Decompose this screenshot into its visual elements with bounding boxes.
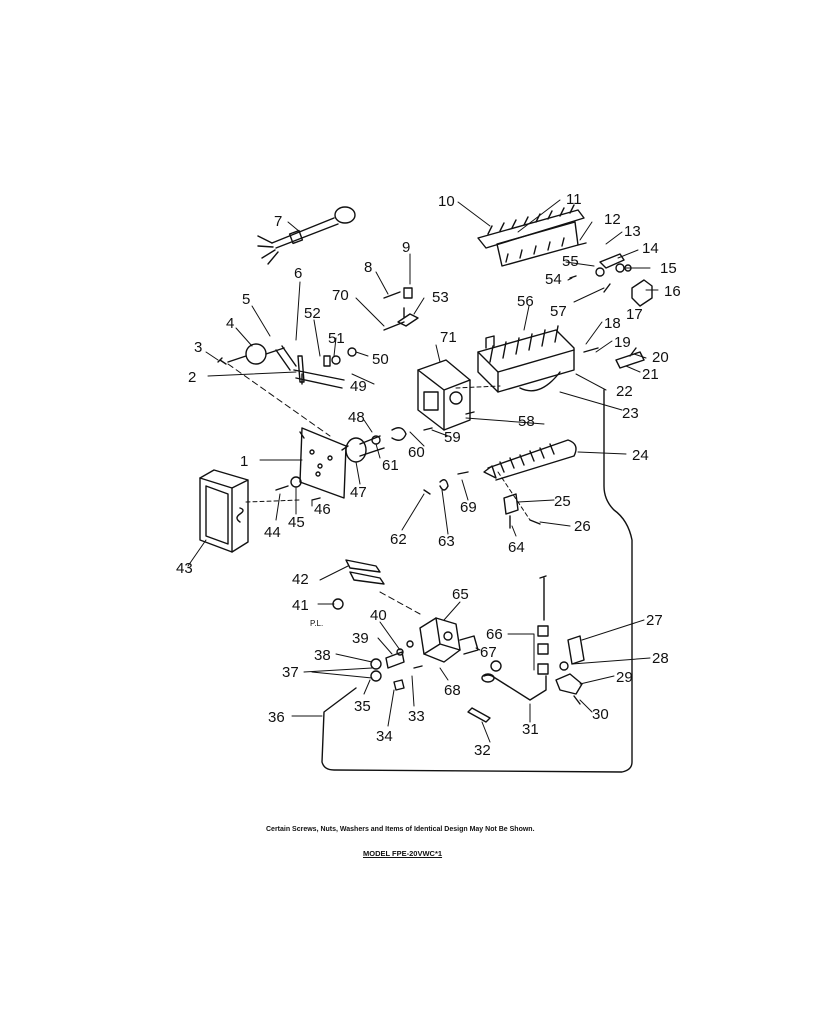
- callout-6: 6: [294, 265, 302, 282]
- callout-66: 66: [486, 626, 503, 643]
- callout-53: 53: [432, 289, 449, 306]
- callout-29: 29: [616, 669, 633, 686]
- supply-fitting-parts: [555, 635, 585, 705]
- callout-51: 51: [328, 330, 345, 347]
- callout-71: 71: [440, 329, 457, 346]
- callout-43: 43: [176, 560, 193, 577]
- clip-part: [467, 707, 491, 723]
- callout-11: 11: [566, 191, 582, 208]
- pl-label: P.L.: [310, 619, 323, 628]
- callout-36: 36: [268, 709, 285, 726]
- callout-32: 32: [474, 742, 491, 759]
- callout-28: 28: [652, 650, 669, 667]
- water-line-tube: [321, 389, 633, 773]
- callout-22: 22: [616, 383, 633, 400]
- callout-35: 35: [354, 698, 371, 715]
- callout-33: 33: [408, 708, 425, 725]
- callout-15: 15: [660, 260, 677, 277]
- callout-62: 62: [390, 531, 407, 548]
- callout-4: 4: [226, 315, 234, 332]
- callout-38: 38: [314, 647, 331, 664]
- callout-34: 34: [376, 728, 393, 745]
- callout-21: 21: [642, 366, 659, 383]
- callout-63: 63: [438, 533, 455, 550]
- callout-65: 65: [452, 586, 469, 603]
- callout-26: 26: [574, 518, 591, 535]
- callout-7: 7: [274, 213, 282, 230]
- tube-clamp-part: [503, 493, 541, 529]
- screw-parts: [423, 471, 469, 495]
- callout-55: 55: [562, 253, 579, 270]
- callout-2: 2: [188, 369, 196, 386]
- callout-42: 42: [292, 571, 309, 588]
- callout-45: 45: [288, 514, 305, 531]
- callout-27: 27: [646, 612, 663, 629]
- callout-31: 31: [522, 721, 539, 738]
- wiring-connector-part: [332, 559, 385, 610]
- callout-56: 56: [517, 293, 534, 310]
- bracket-part: [397, 307, 419, 327]
- callout-64: 64: [508, 539, 525, 556]
- callout-57: 57: [550, 303, 567, 320]
- callout-60: 60: [408, 444, 425, 461]
- fill-tube-part: [483, 439, 577, 481]
- callout-leaders: [187, 199, 659, 743]
- callout-46: 46: [314, 501, 331, 518]
- callout-41: 41: [292, 597, 309, 614]
- water-inlet-part: [481, 575, 549, 701]
- callout-61: 61: [382, 457, 399, 474]
- callout-13: 13: [624, 223, 641, 240]
- ice-mold-part: [477, 325, 575, 393]
- callout-20: 20: [652, 349, 669, 366]
- screw-washer-parts: [275, 476, 321, 501]
- water-valve-part: [419, 617, 479, 663]
- callout-39: 39: [352, 630, 369, 647]
- callout-14: 14: [642, 240, 659, 257]
- callout-17: 17: [626, 306, 643, 323]
- callout-23: 23: [622, 405, 639, 422]
- callout-58: 58: [518, 413, 535, 430]
- callout-16: 16: [664, 283, 681, 300]
- callout-48: 48: [348, 409, 365, 426]
- footnote: Certain Screws, Nuts, Washers and Items …: [266, 826, 535, 833]
- callout-9: 9: [402, 239, 410, 256]
- mounting-plate-part: [299, 427, 349, 499]
- callout-5: 5: [242, 291, 250, 308]
- callout-12: 12: [604, 211, 621, 228]
- callout-50: 50: [372, 351, 389, 368]
- callout-40: 40: [370, 607, 387, 624]
- ice-maker-head-part: [417, 359, 471, 431]
- callout-70: 70: [332, 287, 349, 304]
- callout-67: 67: [480, 644, 497, 661]
- callout-47: 47: [350, 484, 367, 501]
- callout-24: 24: [632, 447, 649, 464]
- callout-10: 10: [438, 193, 455, 210]
- callout-68: 68: [444, 682, 461, 699]
- callout-1: 1: [240, 453, 248, 470]
- wire-harness-part: [257, 206, 356, 265]
- callout-49: 49: [350, 378, 367, 395]
- callout-25: 25: [554, 493, 571, 510]
- callout-54: 54: [545, 271, 562, 288]
- callout-30: 30: [592, 706, 609, 723]
- gear-train-part: [345, 411, 475, 463]
- callout-8: 8: [364, 259, 372, 276]
- callout-3: 3: [194, 339, 202, 356]
- callout-44: 44: [264, 524, 281, 541]
- callout-37: 37: [282, 664, 299, 681]
- valve-fitting-parts: [370, 640, 423, 691]
- callout-52: 52: [304, 305, 321, 322]
- callout-18: 18: [604, 315, 621, 332]
- timer-motor-part: [227, 343, 305, 383]
- callout-59: 59: [444, 429, 461, 446]
- model-label: MODEL FPE-20VWC*1: [363, 849, 443, 858]
- callout-19: 19: [614, 334, 631, 351]
- callout-69: 69: [460, 499, 477, 516]
- callout-labels: 1 2 3 4 5 6 7 8 9 10 11 12 13 14 15 16 1…: [176, 191, 681, 759]
- front-cover-part: [199, 469, 249, 553]
